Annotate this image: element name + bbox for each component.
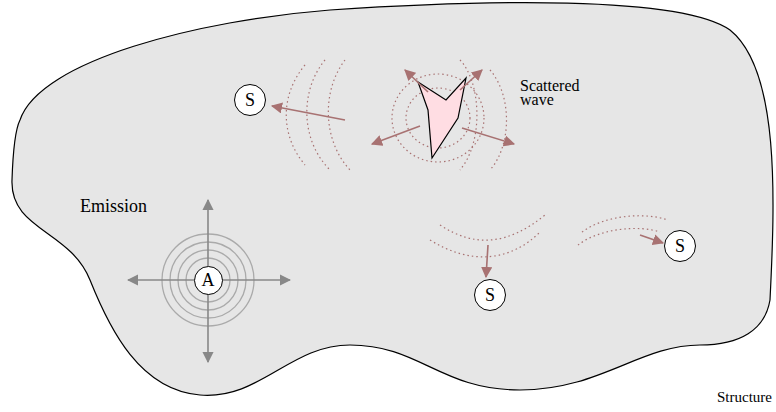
sensor-circle: S — [474, 279, 506, 311]
structure-outline — [12, 3, 773, 396]
emission-arrows — [128, 200, 290, 362]
scattered-wavefronts — [286, 60, 668, 257]
sensor-circle: S — [664, 230, 696, 262]
node-text: S — [485, 286, 495, 304]
scattered-arrows — [272, 70, 663, 277]
wave-label: Scattered wave — [520, 79, 592, 107]
node-text: S — [675, 237, 685, 255]
actuator-circle: A — [194, 266, 223, 295]
node-text: A — [202, 271, 215, 289]
structure-label: Structure — [702, 388, 772, 406]
sensor-circle: S — [234, 84, 266, 116]
emission-label: Emission — [80, 196, 170, 216]
node-text: S — [245, 91, 255, 109]
